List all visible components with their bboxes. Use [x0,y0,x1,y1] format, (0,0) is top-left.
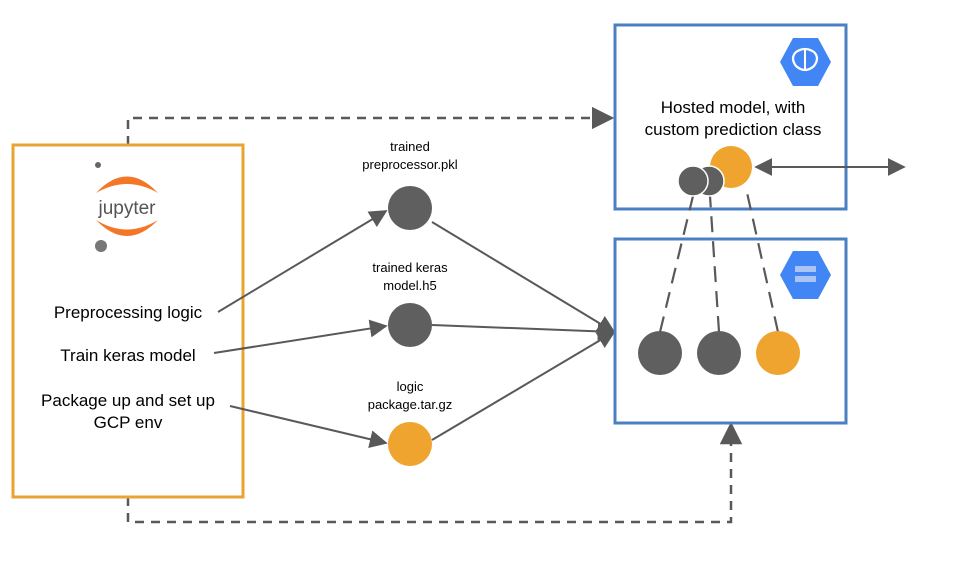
hosted-model-title-line1: Hosted model, with [661,98,806,117]
cloud-storage-icon [780,251,831,299]
jupyter-logo-arc-top [96,176,158,193]
pkl-label-line2: preprocessor.pkl [362,157,457,172]
pkl-label-line1: trained [390,139,430,154]
pkl-to-storage-arrow [431,221,616,333]
package-setup-label-line1: Package up and set up [41,391,215,410]
package-setup-label-line2: GCP env [94,413,163,432]
deploy-dashed-arrow [126,106,615,145]
notebook-box [11,143,245,499]
h5-to-storage-arrow [431,322,616,341]
package-to-tar-arrow [229,405,388,449]
package-tar-gz-node [388,422,432,466]
jupyter-logo-text: jupyter [97,198,156,219]
hosted-pkl-node [677,165,709,197]
h5-label-line1: trained keras [372,260,448,275]
keras-model-h5-node [388,303,432,347]
jupyter-logo-dot-top [95,162,101,168]
h5-label-line2: model.h5 [383,278,436,293]
stored-pkl-node [638,331,682,375]
preprocessing-to-pkl-arrow [217,210,388,313]
train-keras-model-label: Train keras model [60,346,195,365]
jupyter-logo-dot-bottom [95,240,107,252]
stored-tar-node [756,331,800,375]
tar-to-storage-arrow [431,331,616,441]
storage-h5-to-hosted-line [708,195,721,333]
tar-label-line1: logic [397,379,424,394]
stored-h5-node [697,331,741,375]
jupyter-logo-arc-bottom [96,220,158,236]
hosted-model-title-line2: custom prediction class [645,120,822,139]
jupyter-logo: jupyter [95,162,158,252]
train-to-h5-arrow [213,319,388,354]
preprocessor-pkl-node [388,186,432,230]
preprocessing-logic-label: Preprocessing logic [54,303,203,322]
upload-dashed-arrow [126,421,743,524]
tar-label-line2: package.tar.gz [368,397,453,412]
ml-engine-brain-icon [780,38,831,86]
